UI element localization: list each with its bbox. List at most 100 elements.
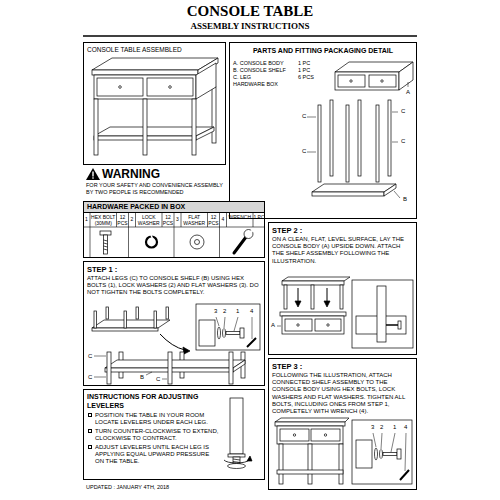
hardware-table-part (181, 213, 182, 227)
warning-heading: WARNING (102, 167, 160, 181)
step1-illustration-part (223, 329, 226, 338)
step3-illustration-part (397, 449, 401, 459)
step2-illustration-part (295, 301, 301, 307)
assembled-table-part (147, 78, 193, 96)
assembled-table-part (92, 70, 198, 75)
step3-illustration (275, 418, 412, 484)
assembled-table-part (94, 99, 98, 155)
leader-line-part (277, 326, 281, 327)
document-title: CONSOLE TABLE (0, 3, 500, 20)
parts-exploded-part (338, 75, 365, 87)
callout-letter: A (271, 322, 275, 329)
table-cell: LOCK WASHER (136, 214, 163, 226)
step2-illustration-part (315, 319, 341, 331)
leader-line-part (307, 152, 316, 153)
hardware-table-part (174, 213, 175, 257)
bullet-text: TURN COUNTER-CLOCKWISE TO EXTEND, CLOCKW… (87, 428, 219, 442)
step1-illustration-part (233, 360, 245, 372)
step-text: FOLLOWING THE ILLUSTRATION, ATTACH CONNE… (272, 372, 413, 415)
hardware-table-part (83, 227, 265, 228)
step1-illustration-part (229, 352, 233, 384)
panel-heading: PARTS AND FITTING PACKAGING DETAIL (233, 46, 413, 55)
parts-exploded-part (369, 75, 396, 87)
step3-illustration-part (356, 440, 372, 468)
step1-illustration-part (199, 320, 215, 346)
table-cell: 2 (129, 216, 136, 222)
parts-exploded (312, 62, 413, 196)
parts-list-item: A. CONSOLE BODY (233, 60, 284, 67)
hardware-table (83, 213, 265, 257)
hardware-icons-part (104, 249, 108, 250)
callout-number: 4 (250, 308, 253, 315)
step2-illustration-part (327, 288, 328, 302)
step1-illustration-part (92, 320, 170, 328)
hardware-icons-part (244, 230, 253, 239)
bullet-text: POSITION THE TABLE IN YOUR ROOM LOCATE L… (87, 412, 219, 426)
leader-line-part (234, 317, 238, 331)
leveler-panel: INSTRUCTIONS FOR ADJUSTING LEVELERS POSIT… (83, 389, 265, 480)
step2-illustration-part (284, 285, 287, 309)
assembled-panel: CONSOLE TABLE ASSEMBLED (83, 42, 226, 165)
parts-quantity: 1 PC (298, 60, 310, 67)
step1-illustration-part (168, 352, 172, 384)
title-rule-part (83, 35, 417, 37)
leader-line-part (162, 379, 167, 380)
callout-number: 3 (371, 424, 374, 431)
step-heading: STEP 1 : (87, 265, 261, 274)
parts-exploded-part (358, 100, 361, 176)
hardware-table-part (90, 213, 91, 257)
step3-illustration-part (352, 420, 412, 484)
step2-illustration-part (298, 288, 299, 302)
parts-exploded-part (335, 72, 399, 90)
table-cell: WRENCH (227, 214, 254, 220)
callout-letter: B (403, 196, 407, 203)
hardware-icons-part (249, 230, 253, 234)
step2-illustration-part (352, 280, 413, 348)
step1-illustration-part (166, 307, 169, 319)
step3-illustration-part (275, 418, 349, 422)
panel-heading: INSTRUCTIONS FOR ADJUSTING LEVELERS (87, 393, 211, 410)
leader-line-part (391, 433, 395, 452)
leader-line (277, 326, 281, 327)
step1-illustration-part (196, 304, 260, 350)
step2-illustration-part (282, 277, 350, 281)
warning-icon-part (92, 177, 93, 178)
step2-illustration-part (311, 285, 314, 309)
step2-illustration-part (327, 324, 329, 326)
leader-line (307, 82, 408, 198)
step1-illustration (92, 304, 260, 384)
leader-line-part (216, 317, 219, 326)
parts-exploded-part (330, 100, 333, 176)
callout-number: 1 (393, 424, 396, 431)
table-cell: 12 PCS (117, 214, 129, 226)
panel-heading: CONSOLE TABLE ASSEMBLED (87, 46, 222, 54)
hardware-table-part (162, 213, 163, 227)
leader-line-part (394, 191, 400, 198)
parts-quantity: 6 PCS (298, 74, 314, 81)
step-panel: STEP 1 :ATTACH LEGS (C) TO CONSOLE SHELF… (83, 261, 265, 386)
step3-illustration-part (400, 470, 409, 480)
table-cell: FLAT WASHER (181, 214, 208, 226)
callout-number: 2 (380, 424, 383, 431)
step2-illustration-part (285, 319, 312, 331)
assembled-table-part (169, 86, 172, 89)
parts-exploded-part (312, 192, 384, 196)
leader-line-part (392, 142, 398, 143)
hardware-table-part (226, 213, 227, 227)
step-text: ATTACH LEGS (C) TO CONSOLE SHELF (B) USI… (87, 275, 261, 297)
step1-illustration-part (105, 360, 245, 368)
leader-line (94, 317, 252, 379)
assembled-table-part (192, 99, 196, 155)
step3-illustration-part (279, 444, 283, 484)
hardware-panel: HARDWARE PACKED IN BOX (83, 201, 265, 258)
leveler-illustration-part (224, 460, 249, 463)
warning-icon-part (92, 172, 93, 177)
step1-illustration-part (107, 352, 111, 384)
leader-line-part (405, 433, 406, 471)
hardware-table-part (253, 213, 254, 227)
leveler-illustration-part (228, 464, 246, 469)
hardware-icons-part (195, 240, 200, 245)
step3-illustration-part (311, 429, 340, 441)
panel-heading: HARDWARE PACKED IN BOX (84, 202, 264, 213)
step2-illustration-part (282, 281, 344, 285)
